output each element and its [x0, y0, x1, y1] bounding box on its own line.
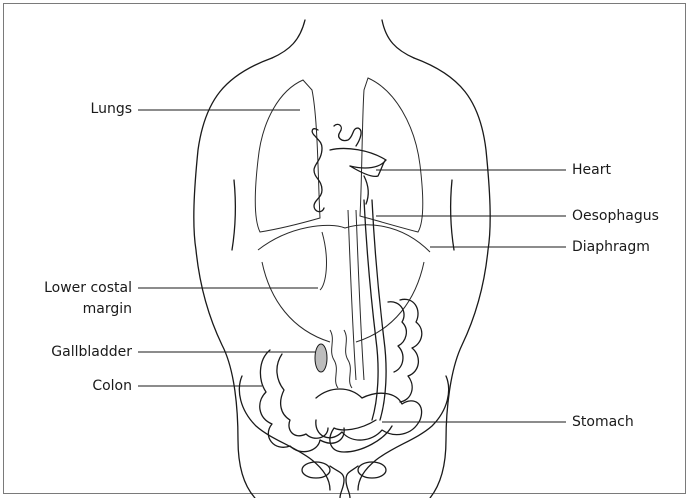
label-colon: Colon: [20, 377, 132, 395]
label-stomach: Stomach: [572, 413, 634, 431]
label-diaphragm: Diaphragm: [572, 238, 650, 256]
label-lower-costal-margin-line2: margin: [20, 300, 132, 318]
colon-shape: [260, 299, 422, 451]
oesophagus-shape: [364, 200, 378, 420]
lungs-shape: [255, 78, 423, 232]
label-lower-costal-margin-line1: Lower costal: [20, 279, 132, 297]
label-gallbladder: Gallbladder: [20, 343, 132, 361]
label-lungs: Lungs: [64, 100, 132, 118]
body-outline: [194, 20, 490, 498]
heart-shape: [312, 124, 386, 211]
costal-margin-shape: [262, 232, 424, 342]
label-heart: Heart: [572, 161, 611, 179]
pelvis-shape: [239, 376, 448, 498]
stomach-shape: [330, 420, 392, 452]
label-oesophagus: Oesophagus: [572, 207, 659, 225]
gallbladder-shape: [315, 344, 327, 372]
diaphragm-shape: [258, 225, 430, 252]
